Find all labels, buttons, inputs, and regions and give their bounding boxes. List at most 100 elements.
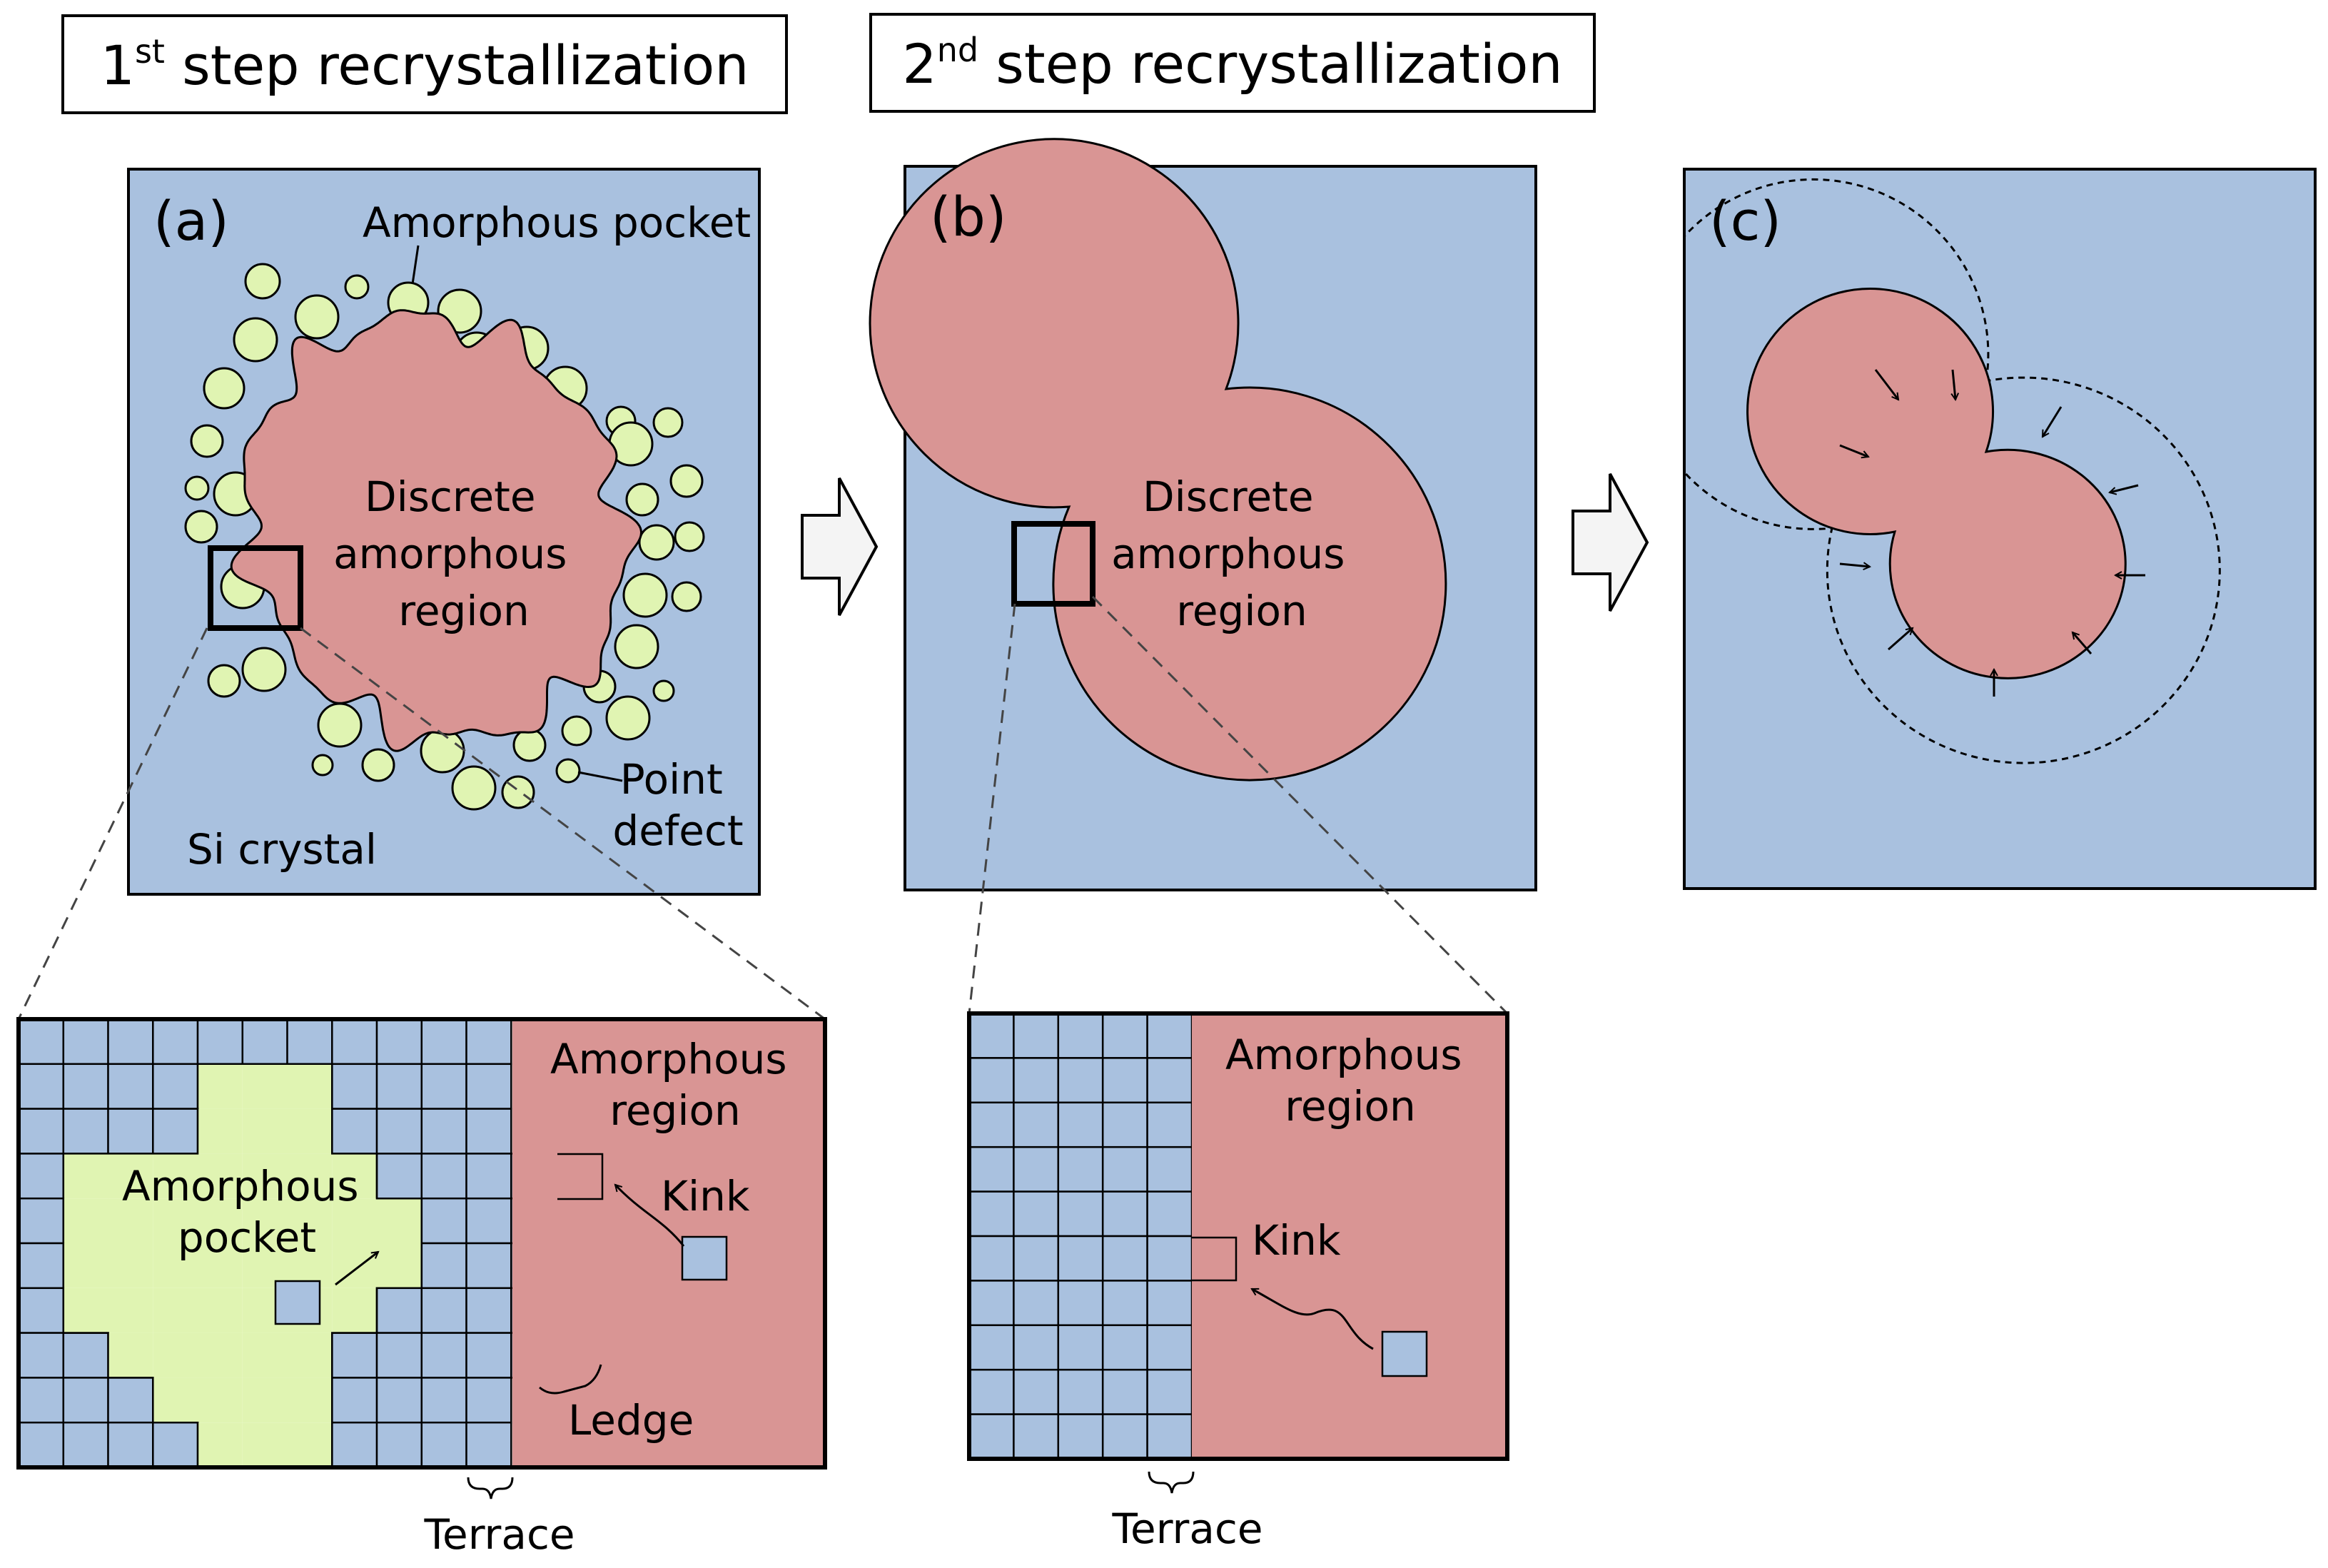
lattice-grid-a <box>17 1018 602 1469</box>
kink-label-b: Kink <box>1252 1216 1341 1265</box>
pocket-cell <box>332 1153 378 1199</box>
region-label-b: Discrete amorphous region <box>1111 472 1358 635</box>
crystal-cell <box>152 1018 199 1066</box>
ledge-label: Ledge <box>568 1396 694 1445</box>
pocket-cell <box>198 1108 243 1154</box>
crystal-cell <box>968 1101 1015 1148</box>
crystal-cell <box>968 1190 1015 1238</box>
crystal-cell <box>17 1018 65 1066</box>
crystal-cell <box>1057 1368 1104 1415</box>
svg-text:2nd step recrystallization: 2nd step recrystallization <box>902 31 1562 96</box>
amorphous-pocket <box>638 524 675 561</box>
pocket-cell <box>153 1153 198 1199</box>
terrace-label-b: Terrace <box>1111 1504 1262 1553</box>
amorphous-pocket <box>669 464 704 498</box>
crystal-cell <box>420 1018 467 1066</box>
amorphous-pocket <box>344 274 370 300</box>
step-arrow-1 <box>801 477 879 616</box>
crystal-cell <box>1146 1413 1193 1460</box>
crystal-cell <box>465 1287 512 1334</box>
crystal-cell <box>420 1242 467 1290</box>
panel-label-a: (a) <box>153 189 229 253</box>
crystal-cell <box>968 1413 1015 1460</box>
panel-label-c: (c) <box>1709 189 1781 253</box>
amorphous-pocket <box>207 664 241 698</box>
crystal-cell <box>420 1063 467 1110</box>
pocket-cell <box>153 1243 198 1288</box>
shrink-arrows <box>1839 369 2145 697</box>
shrink-arrow <box>1888 628 1913 651</box>
crystal-cell <box>1057 1280 1104 1327</box>
crystal-cell <box>1013 1280 1060 1327</box>
crystal-cell <box>465 1242 512 1290</box>
crystal-cell <box>375 1287 423 1334</box>
amorphous-pocket <box>512 728 547 762</box>
crystal-cell <box>152 1108 199 1155</box>
crystal-cell <box>375 1332 423 1379</box>
amorphous-pocket <box>614 624 659 669</box>
crystal-cell <box>968 1057 1015 1104</box>
crystal-cell <box>62 1018 109 1066</box>
crystal-cell <box>420 1377 467 1424</box>
lattice-grid-b <box>968 1012 1193 1460</box>
crystal-cell <box>17 1287 65 1334</box>
shrink-arrow <box>2041 406 2063 437</box>
pocket-cell <box>198 1377 243 1423</box>
zoom-a-pocket-label: Amorphous pocket <box>122 1162 372 1262</box>
crystal-cell <box>107 1421 154 1469</box>
pocket-cell <box>63 1288 108 1333</box>
crystal-cell <box>107 1018 154 1066</box>
pocket-cell <box>287 1108 333 1154</box>
crystal-cell <box>17 1063 65 1110</box>
pocket-leader <box>411 245 420 285</box>
pocket-cell <box>287 1198 333 1243</box>
crystal-cell <box>331 1018 378 1066</box>
crystal-cell <box>62 1063 109 1110</box>
crystal-cell <box>968 1280 1015 1327</box>
shrink-arrow <box>1874 369 1898 400</box>
zoom-a-amorphous-region <box>512 1019 825 1467</box>
crystal-cell <box>17 1108 65 1155</box>
zoom-box-a <box>208 545 303 631</box>
amorphous-pocket <box>233 317 278 363</box>
crystal-cell <box>17 1332 65 1379</box>
crystal-cell <box>286 1018 333 1066</box>
crystal-cell <box>420 1332 467 1379</box>
pocket-outline <box>62 1063 423 1469</box>
crystal-cell <box>1013 1368 1060 1415</box>
crystal-cell <box>1013 1145 1060 1193</box>
pocket-cell <box>242 1063 288 1109</box>
zoom-b: Amorphous region Kink Terrace <box>967 1011 1509 1553</box>
free-atom-region-a <box>681 1235 728 1281</box>
pocket-cell <box>332 1288 378 1333</box>
pocket-label: Amorphous pocket <box>363 198 751 247</box>
crystal-cell <box>465 1063 512 1110</box>
pocket-cell <box>287 1153 333 1199</box>
crystal-cell <box>1013 1190 1060 1238</box>
pocket-cell <box>242 1153 288 1199</box>
crystal-cell <box>1101 1057 1148 1104</box>
crystal-cell <box>1146 1190 1193 1238</box>
amorphous-pocket <box>451 765 497 811</box>
crystal-cell <box>331 1108 378 1155</box>
step-arrow-2 <box>1572 473 1649 612</box>
crystal-cell <box>375 1153 423 1200</box>
point-defect-label: Point defect <box>612 755 743 855</box>
zoom-b-border <box>967 1011 1509 1461</box>
crystal-cell <box>1057 1324 1104 1371</box>
pocket-cell <box>287 1063 333 1109</box>
crystal-cell <box>1101 1413 1148 1460</box>
pocket-cell <box>287 1422 333 1467</box>
crystal-cell <box>17 1242 65 1290</box>
discrete-amorphous-region-a <box>230 309 642 752</box>
kink-outline-a <box>557 1153 604 1200</box>
crystal-cell <box>1146 1235 1193 1282</box>
pocket-cell <box>287 1332 333 1378</box>
crystal-cell <box>1146 1324 1193 1371</box>
amorphous-pocket <box>555 758 581 784</box>
amorphous-pocket <box>294 294 340 340</box>
crystal-cell <box>107 1108 154 1155</box>
amorphous-pocket <box>190 424 224 458</box>
amorphous-pocket <box>652 679 675 702</box>
shrink-arrow <box>2110 484 2139 492</box>
